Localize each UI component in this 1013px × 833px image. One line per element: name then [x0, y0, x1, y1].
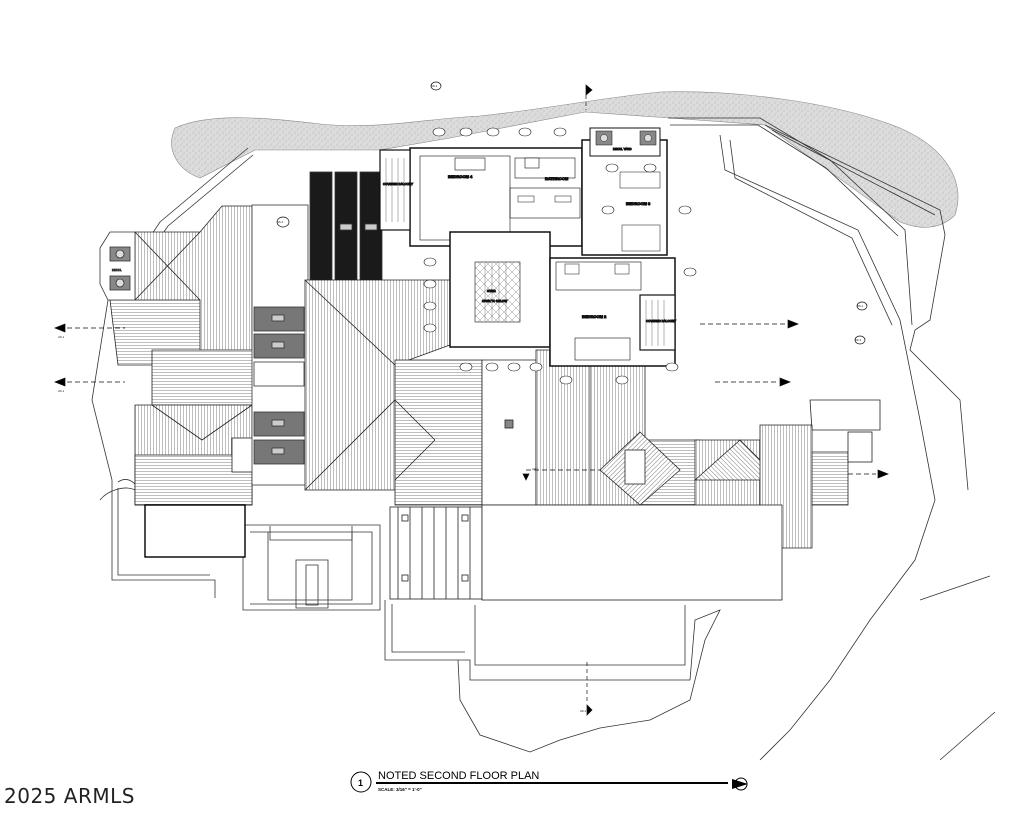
- detail-number-circle: [350, 771, 372, 793]
- section-markers: A6.1 A6.1 A6.1 A6.1 A6.1 A6.1 A6.1 A6.1: [54, 81, 889, 716]
- section-tag-a3: A6.1: [532, 467, 539, 471]
- pergola: [389, 504, 783, 601]
- title-block: 1 NOTED SECOND FLOOR PLAN SCALE: 3/16" =…: [350, 770, 748, 793]
- room-label-mech-yard: MECH. YARD: [613, 147, 632, 151]
- room-label-bedroom2: BEDROOM 2: [582, 314, 607, 319]
- room-label-mech: MECH.: [112, 268, 122, 272]
- room-label-open-to-below: OPEN TO BELOW: [482, 299, 507, 303]
- section-tag-a5: A6.1: [431, 84, 438, 88]
- detail-number: 1: [358, 778, 363, 788]
- drawing-title: NOTED SECOND FLOOR PLAN: [378, 770, 539, 782]
- second-floor-east: MECH. YARD BEDROOM 3: [581, 127, 668, 256]
- solar-panels: [309, 171, 383, 285]
- site-walls: [91, 117, 996, 761]
- lower-deck-outline: [99, 479, 721, 753]
- second-floor-west: BEDROOM 4 COVERED BALCONY BATHROOM: [379, 147, 583, 247]
- room-label-stair: STAIR: [487, 289, 496, 293]
- room-label-bedroom3: BEDROOM 3: [626, 201, 651, 206]
- armls-watermark: 2025 ARMLS: [4, 784, 135, 808]
- room-label-covered-balcony-west: COVERED BALCONY: [383, 182, 413, 186]
- roof-west: [109, 205, 257, 558]
- second-floor-bedroom2: BEDROOM 2 COVERED BALCONY: [549, 257, 677, 367]
- section-tag-a6: A6.1: [857, 304, 864, 308]
- room-label-bedroom4: BEDROOM 4: [448, 174, 473, 179]
- section-tag-a2: A6.1: [58, 389, 65, 393]
- section-tag-a4: A6.1: [580, 709, 587, 713]
- north-arrow-icon: [732, 777, 748, 791]
- section-tag-a7: A6.1: [855, 338, 862, 342]
- gravel-landscape-area: [171, 91, 959, 228]
- section-tag-a1: A6.1: [58, 335, 65, 339]
- window-tags: [423, 127, 697, 385]
- room-label-covered-balcony-east: COVERED BALCONY: [646, 319, 676, 323]
- second-floor-hall: STAIR OPEN TO BELOW: [449, 231, 551, 348]
- drawing-scale: SCALE: 3/16" = 1'-0": [378, 787, 422, 792]
- room-label-bathroom: BATHROOM: [545, 176, 569, 181]
- section-tag-a8: A6.1: [277, 220, 284, 224]
- mech-pad-west: MECH.: [99, 231, 136, 301]
- courtyard-lanes: [251, 204, 309, 486]
